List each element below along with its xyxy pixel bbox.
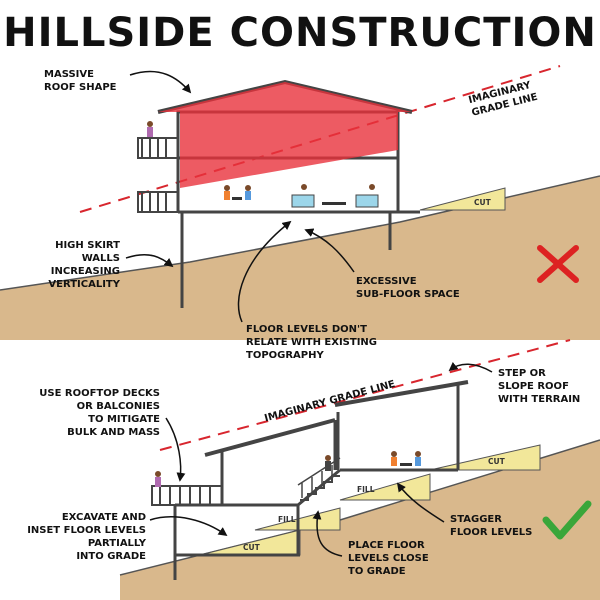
svg-text:VERTICALITY: VERTICALITY bbox=[48, 279, 120, 290]
bottom-cut-label-top: CUT bbox=[488, 457, 506, 466]
svg-text:INSET FLOOR LEVELS: INSET FLOOR LEVELS bbox=[27, 525, 146, 536]
top-cut-area bbox=[419, 187, 506, 211]
svg-text:PLACE FLOOR: PLACE FLOOR bbox=[348, 540, 425, 551]
svg-text:EXCAVATE AND: EXCAVATE AND bbox=[62, 512, 146, 523]
svg-text:BULK AND MASS: BULK AND MASS bbox=[67, 427, 160, 438]
svg-text:INTO GRADE: INTO GRADE bbox=[76, 551, 146, 562]
top-cut-label: CUT bbox=[474, 198, 492, 207]
check-icon bbox=[542, 500, 592, 540]
bottom-fill-label-mid: FILL bbox=[278, 515, 296, 524]
bottom-label-place: PLACE FLOOR LEVELS CLOSE TO GRADE bbox=[348, 540, 429, 577]
top-ground bbox=[0, 176, 600, 340]
bottom-fill-label-upper: FILL bbox=[357, 485, 375, 494]
svg-text:OR BALCONIES: OR BALCONIES bbox=[77, 401, 160, 412]
cross-icon bbox=[537, 245, 579, 283]
bottom-grade-line bbox=[159, 339, 571, 451]
svg-text:LEVELS CLOSE: LEVELS CLOSE bbox=[348, 553, 429, 564]
svg-text:USE ROOFTOP DECKS: USE ROOFTOP DECKS bbox=[39, 388, 160, 399]
svg-text:TO MITIGATE: TO MITIGATE bbox=[88, 414, 160, 425]
svg-text:STAGGER: STAGGER bbox=[450, 514, 502, 525]
svg-text:TOPOGRAPHY: TOPOGRAPHY bbox=[246, 350, 324, 361]
svg-text:INCREASING: INCREASING bbox=[51, 266, 120, 277]
svg-text:ROOF SHAPE: ROOF SHAPE bbox=[44, 82, 117, 93]
top-diagram: CUT bbox=[0, 65, 600, 361]
bottom-balcony bbox=[151, 485, 223, 506]
top-label-grade: IMAGINARY GRADE LINE bbox=[467, 80, 539, 119]
bottom-label-step-roof: STEP OR SLOPE ROOF WITH TERRAIN bbox=[498, 368, 580, 405]
bottom-fill-area-upper bbox=[339, 473, 431, 501]
svg-text:WALLS: WALLS bbox=[82, 253, 120, 264]
bottom-label-stagger: STAGGER FLOOR LEVELS bbox=[450, 514, 532, 538]
page-title: HILLSIDE CONSTRUCTION bbox=[3, 10, 597, 56]
svg-text:MASSIVE: MASSIVE bbox=[44, 69, 94, 80]
bottom-people bbox=[155, 451, 421, 487]
top-roof-highlight bbox=[158, 82, 412, 188]
svg-text:SUB-FLOOR SPACE: SUB-FLOOR SPACE bbox=[356, 289, 460, 300]
bottom-ground bbox=[120, 440, 600, 600]
top-label-roof: MASSIVE ROOF SHAPE bbox=[44, 69, 117, 93]
svg-text:PARTIALLY: PARTIALLY bbox=[88, 538, 147, 549]
top-label-floor-levels: FLOOR LEVELS DON'T RELATE WITH EXISTING … bbox=[246, 324, 377, 361]
svg-text:HIGH SKIRT: HIGH SKIRT bbox=[55, 240, 120, 251]
svg-text:RELATE WITH EXISTING: RELATE WITH EXISTING bbox=[246, 337, 377, 348]
svg-text:FLOOR LEVELS: FLOOR LEVELS bbox=[450, 527, 532, 538]
top-label-subfloor: EXCESSIVE SUB-FLOOR SPACE bbox=[356, 276, 460, 300]
bottom-diagram: CUT FILL FILL CUT bbox=[27, 339, 600, 600]
bottom-cut-area-top bbox=[429, 444, 541, 471]
svg-text:TO GRADE: TO GRADE bbox=[348, 566, 406, 577]
bottom-cut-label-low: CUT bbox=[243, 543, 261, 552]
svg-text:EXCESSIVE: EXCESSIVE bbox=[356, 276, 417, 287]
top-label-skirt: HIGH SKIRT WALLS INCREASING VERTICALITY bbox=[48, 240, 120, 290]
svg-text:WITH TERRAIN: WITH TERRAIN bbox=[498, 394, 580, 405]
bottom-stair-rail bbox=[297, 457, 341, 498]
svg-text:SLOPE ROOF: SLOPE ROOF bbox=[498, 381, 569, 392]
svg-text:IMAGINARY GRADE LINE: IMAGINARY GRADE LINE bbox=[263, 379, 396, 425]
top-balconies bbox=[137, 137, 179, 213]
svg-text:FLOOR LEVELS DON'T: FLOOR LEVELS DON'T bbox=[246, 324, 367, 335]
top-people bbox=[147, 121, 379, 208]
bottom-label-grade: IMAGINARY GRADE LINE bbox=[263, 379, 396, 425]
bottom-label-rooftop: USE ROOFTOP DECKS OR BALCONIES TO MITIGA… bbox=[39, 388, 160, 438]
svg-text:STEP OR: STEP OR bbox=[498, 368, 546, 379]
bottom-label-excavate: EXCAVATE AND INSET FLOOR LEVELS PARTIALL… bbox=[27, 512, 147, 562]
